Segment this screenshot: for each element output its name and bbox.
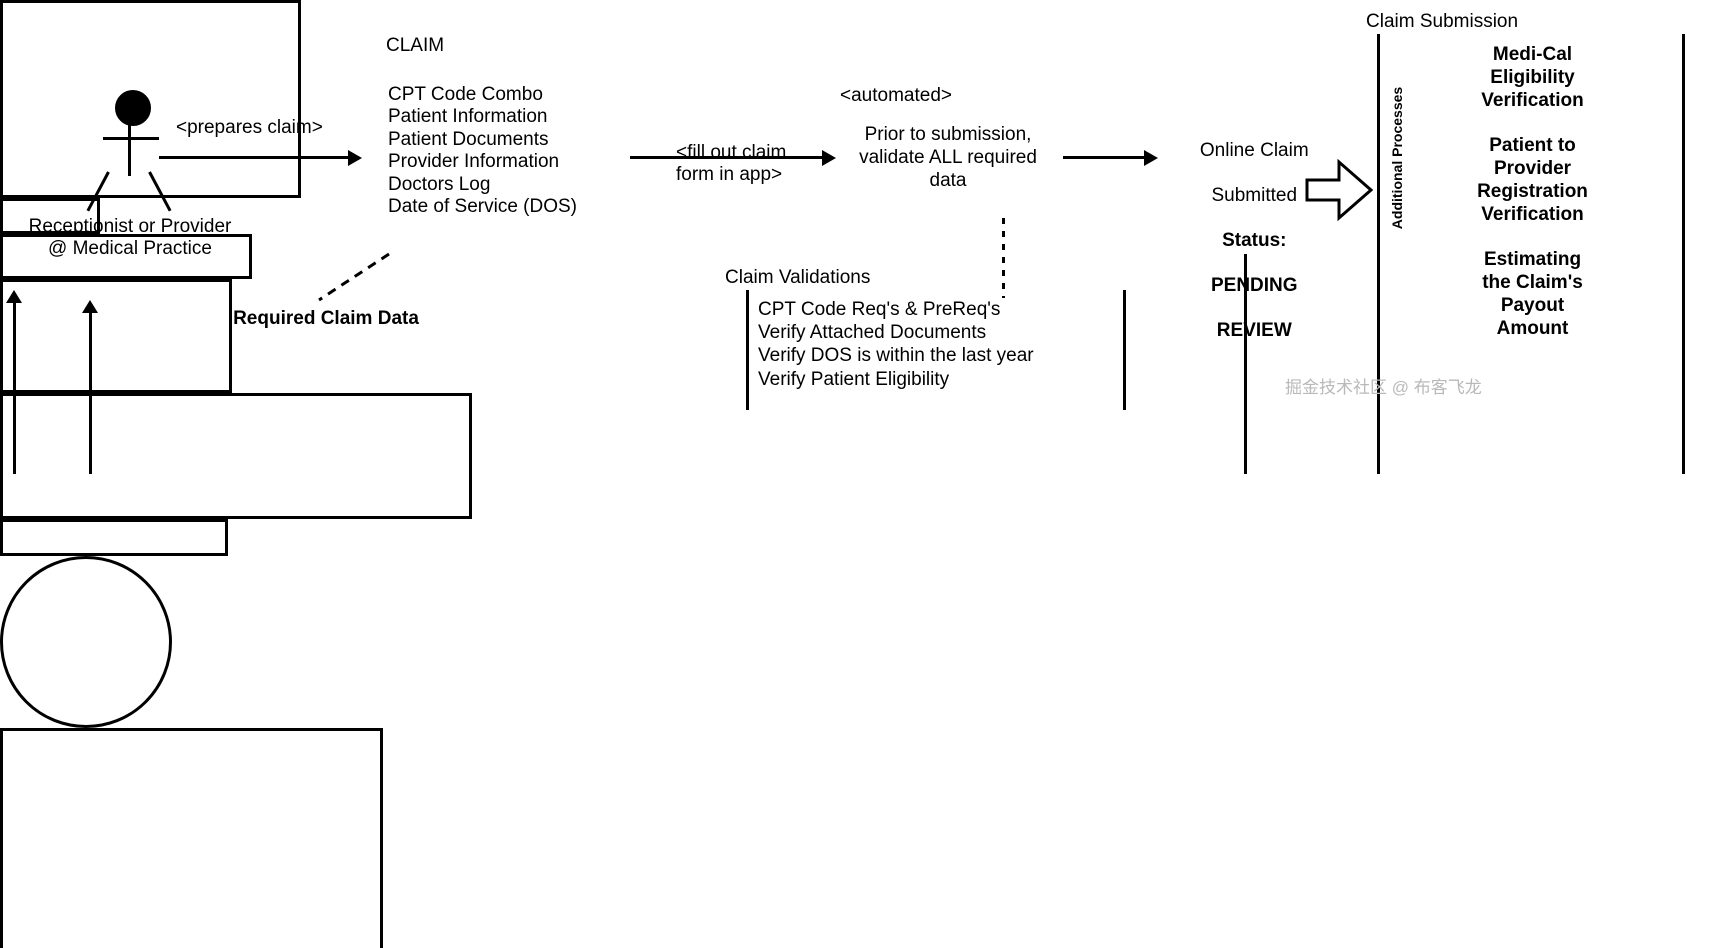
actor-head-icon <box>115 90 151 126</box>
state-line-3: Status: <box>1222 230 1287 252</box>
incoming-arrow-1-head <box>6 290 22 303</box>
claim-validations-tab <box>0 519 228 556</box>
claim-package-body <box>0 0 301 198</box>
claim-package-items: CPT Code Combo Patient Information Patie… <box>388 84 577 218</box>
claim-submission-inner-frame <box>1377 34 1685 474</box>
required-claim-data-label: Required Claim Data <box>233 308 419 329</box>
automated-stereotype-label: <automated> <box>840 85 952 106</box>
online-claim-submitted-state-circle <box>0 556 172 728</box>
incoming-arrow-2-shaft <box>89 310 92 474</box>
prepares-claim-arrow-head <box>348 150 362 166</box>
claim-validations-items: CPT Code Req's & PreReq's Verify Attache… <box>758 299 1034 390</box>
state-line-5: REVIEW <box>1216 319 1292 341</box>
fill-out-claim-arrow-shaft <box>630 156 826 159</box>
claim-validations-title: Claim Validations <box>725 267 871 288</box>
claim-validations-inner-frame <box>746 290 1126 410</box>
claim-submission-body <box>0 728 383 948</box>
incoming-arrow-1-shaft <box>13 300 16 474</box>
actor-body-icon <box>128 120 131 176</box>
automated-validation-box <box>0 279 232 393</box>
state-line-4: PENDING <box>1210 274 1298 296</box>
submit-arrow-shaft <box>1063 156 1151 159</box>
state-line-2: Submitted <box>1211 185 1298 207</box>
automated-to-validations-dashed-link <box>1002 218 1005 298</box>
claim-package-tab <box>0 198 100 234</box>
automated-validation-text: Prior to submission, validate ALL requir… <box>859 124 1037 191</box>
claim-submission-items: Medi-Cal Eligibility Verification Patien… <box>1477 44 1588 339</box>
note-leader-line <box>318 252 390 302</box>
fill-out-claim-arrow-head <box>822 150 836 166</box>
claim-validations-body <box>0 393 472 519</box>
fill-out-claim-label: <fill out claim form in app> <box>676 142 787 185</box>
submit-arrow-head <box>1144 150 1158 166</box>
state-circle-tail-line <box>1244 254 1247 474</box>
incoming-arrow-2-head <box>82 300 98 313</box>
required-claim-data-note <box>0 234 252 279</box>
watermark-text: 掘金技术社区 @ 布客飞龙 <box>1285 378 1482 397</box>
claim-package-title: CLAIM <box>386 35 445 56</box>
block-arrow-icon <box>1305 158 1373 222</box>
actor-label: Receptionist or Provider @ Medical Pract… <box>28 216 232 260</box>
state-circle-text: Online Claim Submitted Status: PENDING R… <box>1163 118 1335 342</box>
prepares-claim-label: <prepares claim> <box>176 117 323 138</box>
actor-arms-icon <box>103 137 159 140</box>
state-line-1: Online Claim <box>1199 140 1309 162</box>
prepares-claim-arrow-shaft <box>159 156 352 159</box>
claim-submission-title: Claim Submission <box>1366 11 1519 32</box>
